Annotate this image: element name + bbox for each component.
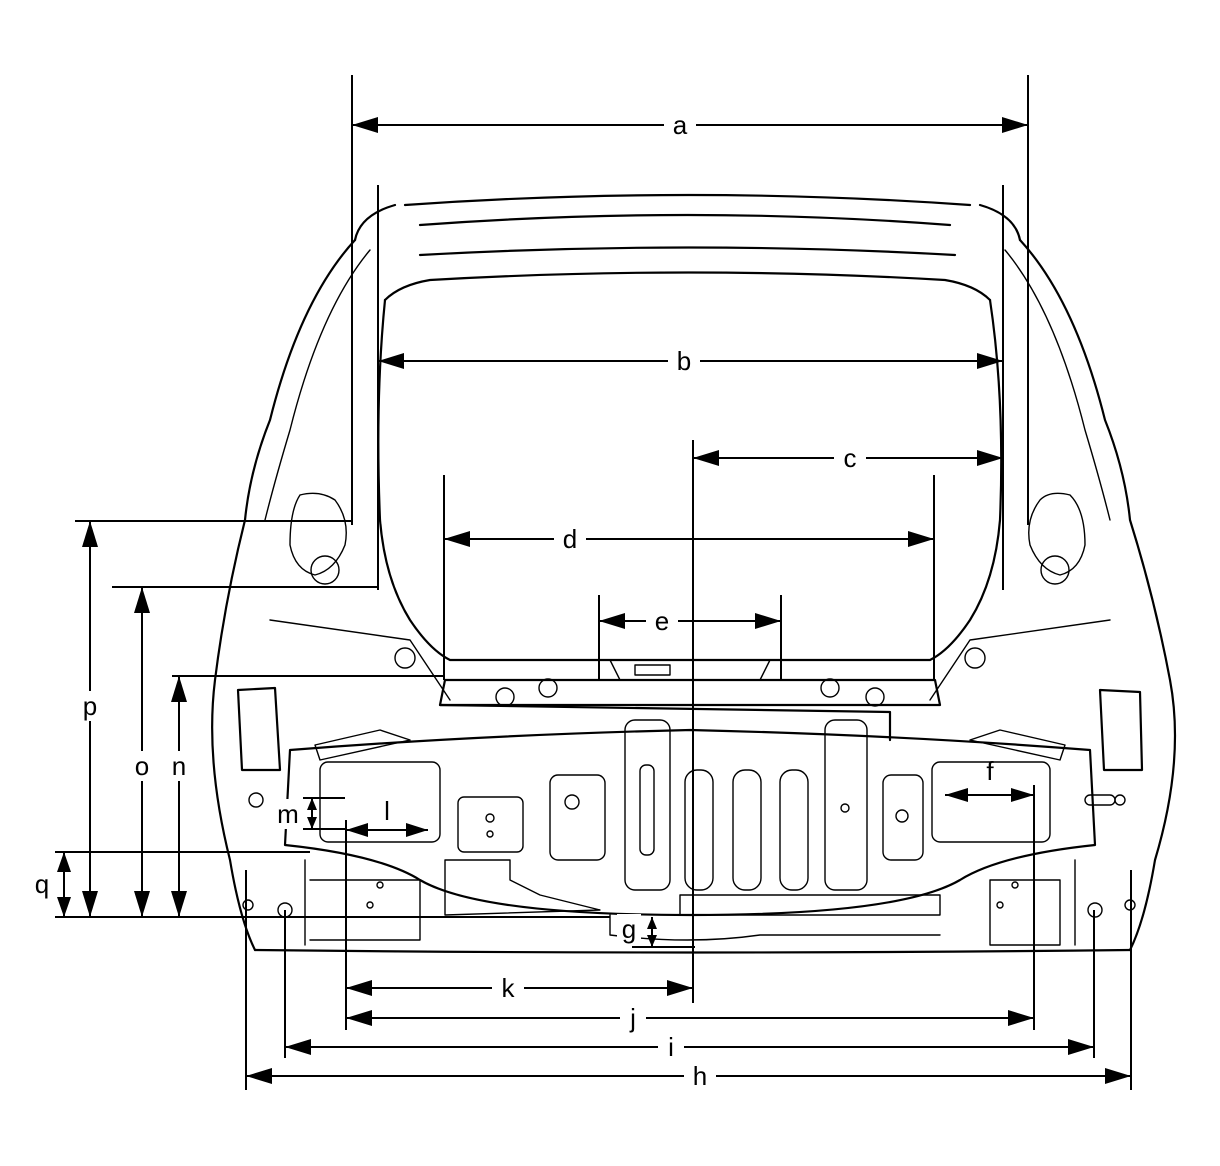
dimension-k: k — [346, 973, 693, 1003]
dimension-label-h: h — [693, 1061, 707, 1091]
dimension-label-e: e — [655, 606, 669, 636]
dimension-label-q: q — [35, 869, 49, 899]
dimension-j: j — [346, 1003, 1034, 1033]
extension-lines — [55, 75, 1132, 1090]
dimension-p: p — [75, 521, 105, 917]
dimension-label-c: c — [844, 443, 857, 473]
dimension-label-d: d — [563, 524, 577, 554]
dimension-e: e — [599, 606, 781, 636]
dimension-q: q — [35, 852, 71, 917]
dimension-d: d — [444, 524, 934, 554]
dimension-label-p: p — [83, 691, 97, 721]
dimension-label-l: l — [384, 796, 390, 826]
dimension-f: f — [945, 756, 1034, 802]
dimension-label-f: f — [986, 756, 994, 786]
dimension-h: h — [246, 1061, 1131, 1091]
dimension-label-j: j — [629, 1003, 636, 1033]
dimension-l: l — [346, 795, 428, 837]
dimension-n: n — [164, 676, 194, 917]
dimension-label-k: k — [502, 973, 516, 1003]
dimension-c: c — [693, 443, 1003, 473]
dimension-label-g: g — [622, 914, 636, 944]
dimension-label-n: n — [172, 751, 186, 781]
dimension-b: b — [378, 346, 1003, 376]
dimension-m: m — [273, 798, 317, 829]
dimension-label-a: a — [673, 110, 688, 140]
dimension-o: o — [127, 587, 157, 917]
dimension-label-o: o — [135, 751, 149, 781]
dimension-a: a — [352, 110, 1028, 140]
dimension-i: i — [285, 1032, 1094, 1062]
dimension-label-m: m — [277, 799, 299, 829]
dimension-label-b: b — [677, 346, 691, 376]
dimension-g: g — [617, 914, 657, 947]
dimension-label-i: i — [668, 1032, 674, 1062]
